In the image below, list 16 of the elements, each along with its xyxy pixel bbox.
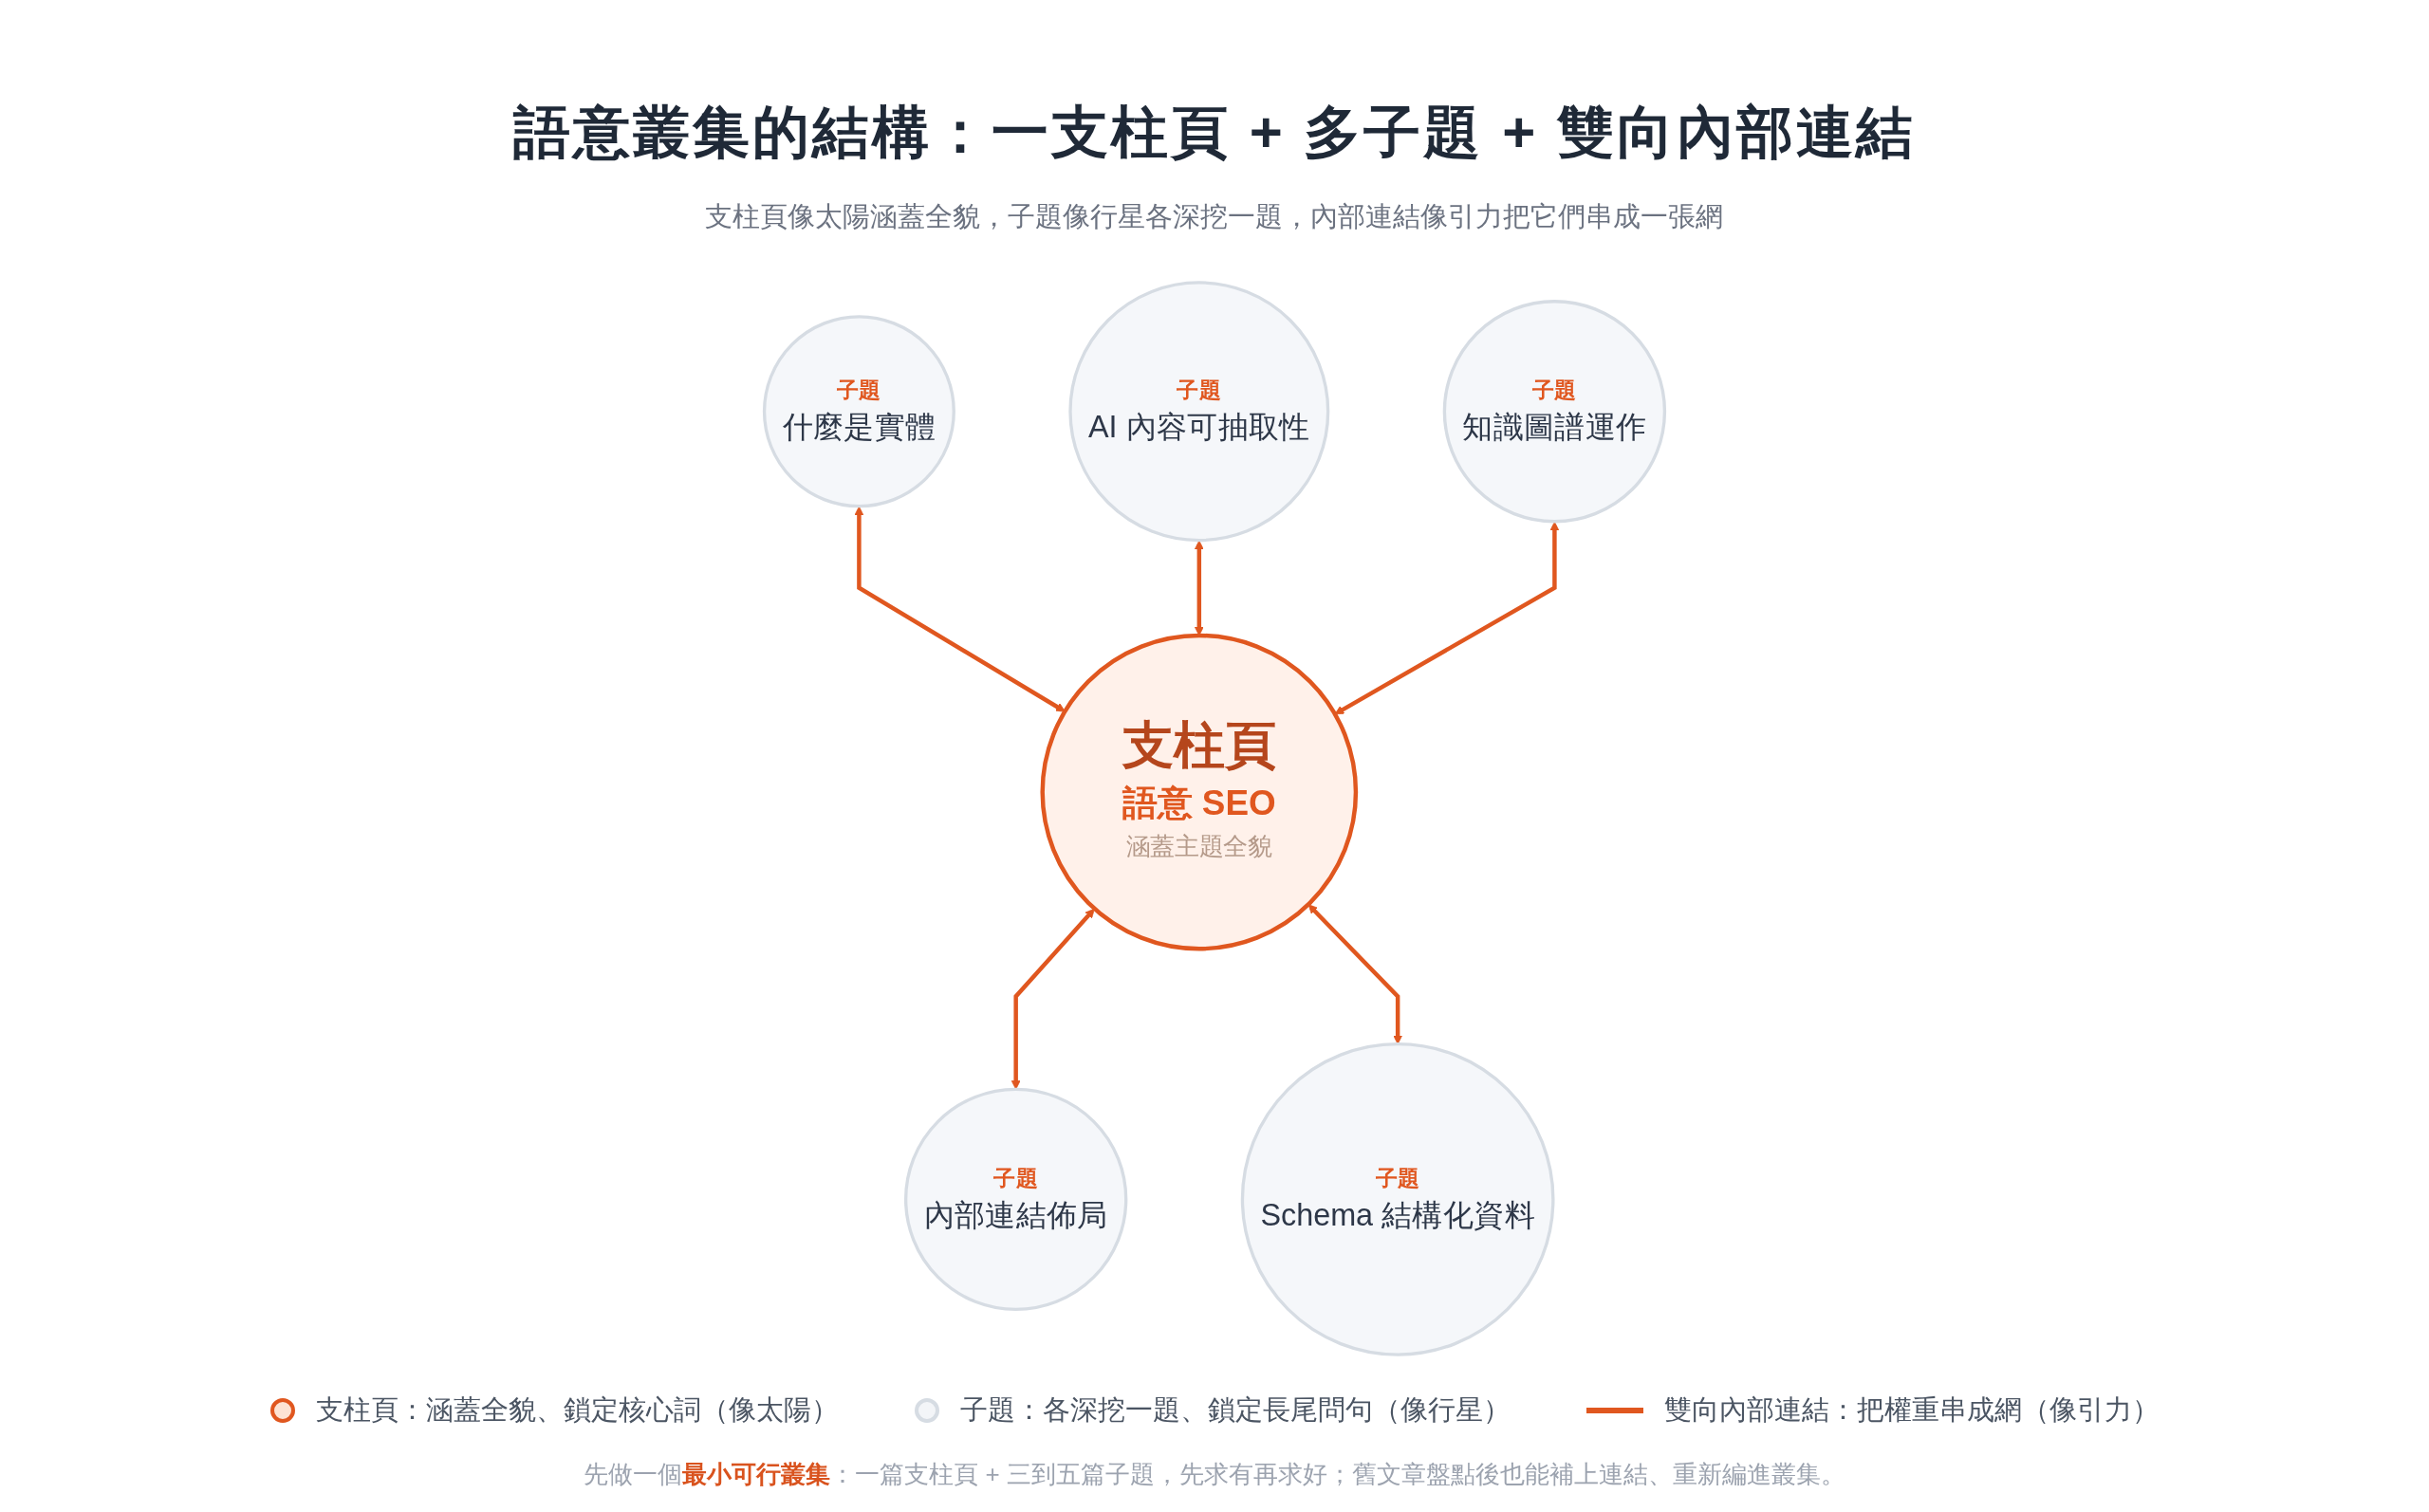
subtopic-circle: 子題 AI 內容可抽取性 xyxy=(1068,281,1330,543)
arrow xyxy=(1011,908,1095,1090)
subtopic-circle: 子題 什麼是實體 xyxy=(762,315,955,508)
title: 語意叢集的結構：一支柱頁 + 多子題 + 雙向內部連結 xyxy=(513,100,1916,166)
legend-label: 雙向內部連結：把權重串成網（像引力） xyxy=(1663,1393,2160,1427)
subtopic-circle: 子題 知識圖譜運作 xyxy=(1442,300,1667,524)
legend-label: 子題：各深挖一題、鎖定長尾問句（像行星） xyxy=(959,1393,1511,1427)
subtopic-circle: 子題 Schema 結構化資料 xyxy=(1240,1042,1555,1356)
arrow xyxy=(1334,521,1560,715)
arrow xyxy=(854,506,1066,712)
legend-label: 支柱頁：涵蓋全貌、鎖定核心詞（像太陽） xyxy=(315,1393,839,1427)
subtopic-circle: 子題 內部連結佈局 xyxy=(903,1087,1128,1312)
pillar-circle: 支柱頁 語意 SEO 涵蓋主題全貌 xyxy=(1040,633,1359,951)
arrow xyxy=(1307,904,1403,1045)
subtitle: 支柱頁像太陽涵蓋全貌，子題像行星各深挖一題，內部連結像引力把它們串成一張網 xyxy=(705,200,1724,233)
caption-note: 先做一個最小可行叢集：一篇支柱頁 + 三到五篇子題，先求有再求好；舊文章盤點後也能補上連結、重新編進叢集。 xyxy=(584,1459,1845,1490)
